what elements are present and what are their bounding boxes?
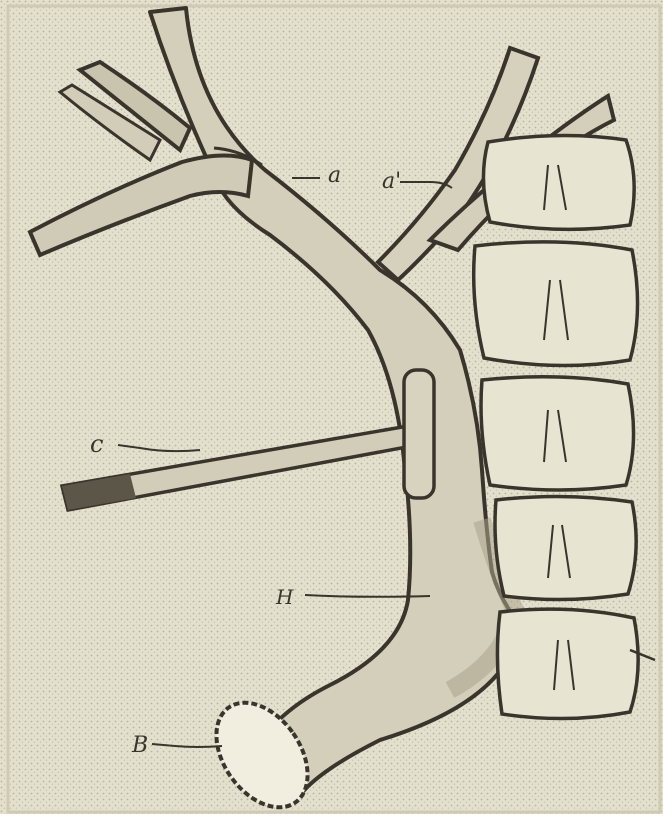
vertebra-1	[483, 135, 634, 229]
label-h: H	[275, 585, 294, 609]
label-a: a	[328, 163, 341, 188]
vertebra-5	[497, 609, 638, 718]
label-b: B	[131, 733, 148, 758]
vertebra-3	[481, 377, 634, 490]
label-c: c	[90, 430, 103, 458]
label-a-prime: a'	[382, 169, 401, 194]
vertebral-column	[474, 135, 655, 718]
vertebra-2	[474, 242, 638, 366]
